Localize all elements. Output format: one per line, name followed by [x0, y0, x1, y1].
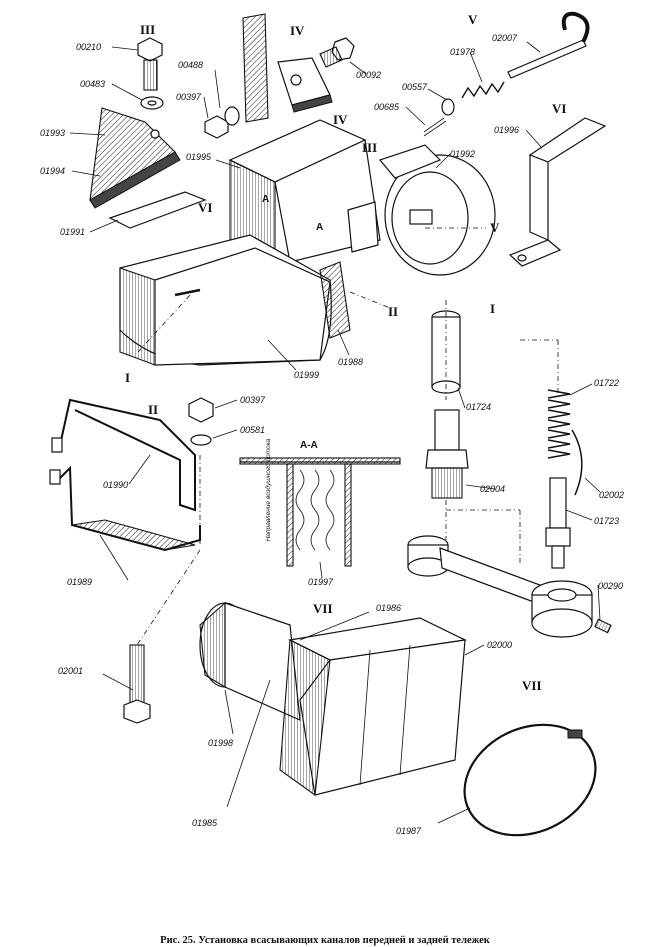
mark-V-top: V [468, 12, 478, 27]
label-01990: 01990 [103, 480, 128, 490]
washer-00581-drawing [190, 434, 212, 446]
mark-V-mid: V [490, 220, 500, 235]
label-02001: 02001 [58, 666, 83, 676]
lower-duct-drawing [199, 601, 468, 796]
mark-A-1: А [262, 194, 269, 205]
label-00581: 00581 [240, 425, 265, 435]
plate-01991-drawing [108, 191, 207, 229]
section-marks: III IV V VI IV III VI V II I I II VII VI… [125, 12, 566, 693]
label-01723: 01723 [594, 516, 619, 526]
bolt-00092-drawing [319, 37, 355, 68]
spring-01722-drawing [547, 389, 571, 459]
label-00488: 00488 [178, 60, 203, 70]
label-01989: 01989 [67, 577, 92, 587]
section-title: А-А [300, 440, 318, 451]
bracket-01996-drawing [508, 117, 607, 267]
duct-assembly-drawing [119, 119, 496, 366]
label-00210: 00210 [76, 42, 101, 52]
label-01978: 01978 [450, 47, 475, 57]
frame-01990-drawing [51, 398, 196, 512]
mark-IV-mid: IV [333, 112, 348, 127]
circlip-02002-drawing [571, 429, 583, 496]
mark-I-right: I [490, 301, 495, 316]
frame-01989-drawing [49, 465, 201, 552]
bolt-02001-drawing [123, 644, 151, 724]
screw-00290-drawing [594, 618, 612, 634]
label-02002: 02002 [599, 490, 624, 500]
nut-00397-drawing [204, 106, 240, 139]
label-00397-lower: 00397 [240, 395, 266, 405]
label-01987: 01987 [396, 826, 422, 836]
label-02004: 02004 [480, 484, 505, 494]
mark-A-2: А [316, 222, 323, 233]
flow-direction-note: Направление воздушного потока [264, 438, 272, 541]
bracket-IV-drawing [242, 13, 333, 123]
label-02000: 02000 [487, 640, 512, 650]
bolt-00210-drawing [137, 37, 163, 91]
label-01986: 01986 [376, 603, 401, 613]
label-01999: 01999 [294, 370, 319, 380]
label-02007: 02007 [492, 33, 518, 43]
mark-II-mid: II [388, 304, 398, 319]
figure-caption: Рис. 25. Установка всасывающих каналов п… [160, 935, 491, 946]
part-labels: 00210 00483 01993 01994 01991 00488 0039… [40, 33, 624, 836]
label-01995: 01995 [186, 152, 212, 162]
label-00397: 00397 [176, 92, 202, 102]
mark-III-top: III [140, 22, 155, 37]
label-01992: 01992 [450, 149, 475, 159]
hook-rod-02007-drawing [507, 11, 590, 79]
label-01997: 01997 [308, 577, 334, 587]
label-01998: 01998 [208, 738, 233, 748]
label-00685: 00685 [374, 102, 400, 112]
clamp-ring-01987-drawing [463, 723, 597, 837]
label-01996: 01996 [494, 125, 519, 135]
label-01985: 01985 [192, 818, 218, 828]
label-00092: 00092 [356, 70, 381, 80]
label-01991: 01991 [60, 227, 85, 237]
label-00557: 00557 [402, 82, 428, 92]
leader-lines [69, 41, 601, 824]
fitting-02004-drawing [425, 409, 469, 499]
label-01722: 01722 [594, 378, 619, 388]
washer-00557-drawing [441, 98, 455, 116]
lever-arm-drawing [407, 535, 593, 638]
cotter-pin-00685-drawing [423, 117, 447, 137]
mark-VI-right: VI [552, 101, 566, 116]
nut-00397-lower-drawing [188, 397, 214, 423]
mark-III-mid: III [362, 140, 377, 155]
label-01988: 01988 [338, 357, 363, 367]
spring-01978-drawing [461, 81, 505, 99]
plate-01993-drawing [89, 107, 181, 209]
label-00290: 00290 [598, 581, 623, 591]
mark-II-left: II [148, 402, 158, 417]
section-AA-drawing [239, 457, 401, 567]
label-01724: 01724 [466, 402, 491, 412]
pin-01723-drawing [545, 477, 571, 569]
label-00483: 00483 [80, 79, 105, 89]
mark-VII-right: VII [522, 678, 542, 693]
mark-VI-left: VI [198, 200, 212, 215]
mark-VII-mid: VII [313, 601, 333, 616]
label-01993: 01993 [40, 128, 65, 138]
mark-I-left: I [125, 370, 130, 385]
mark-IV-top: IV [290, 23, 305, 38]
label-01994: 01994 [40, 166, 65, 176]
